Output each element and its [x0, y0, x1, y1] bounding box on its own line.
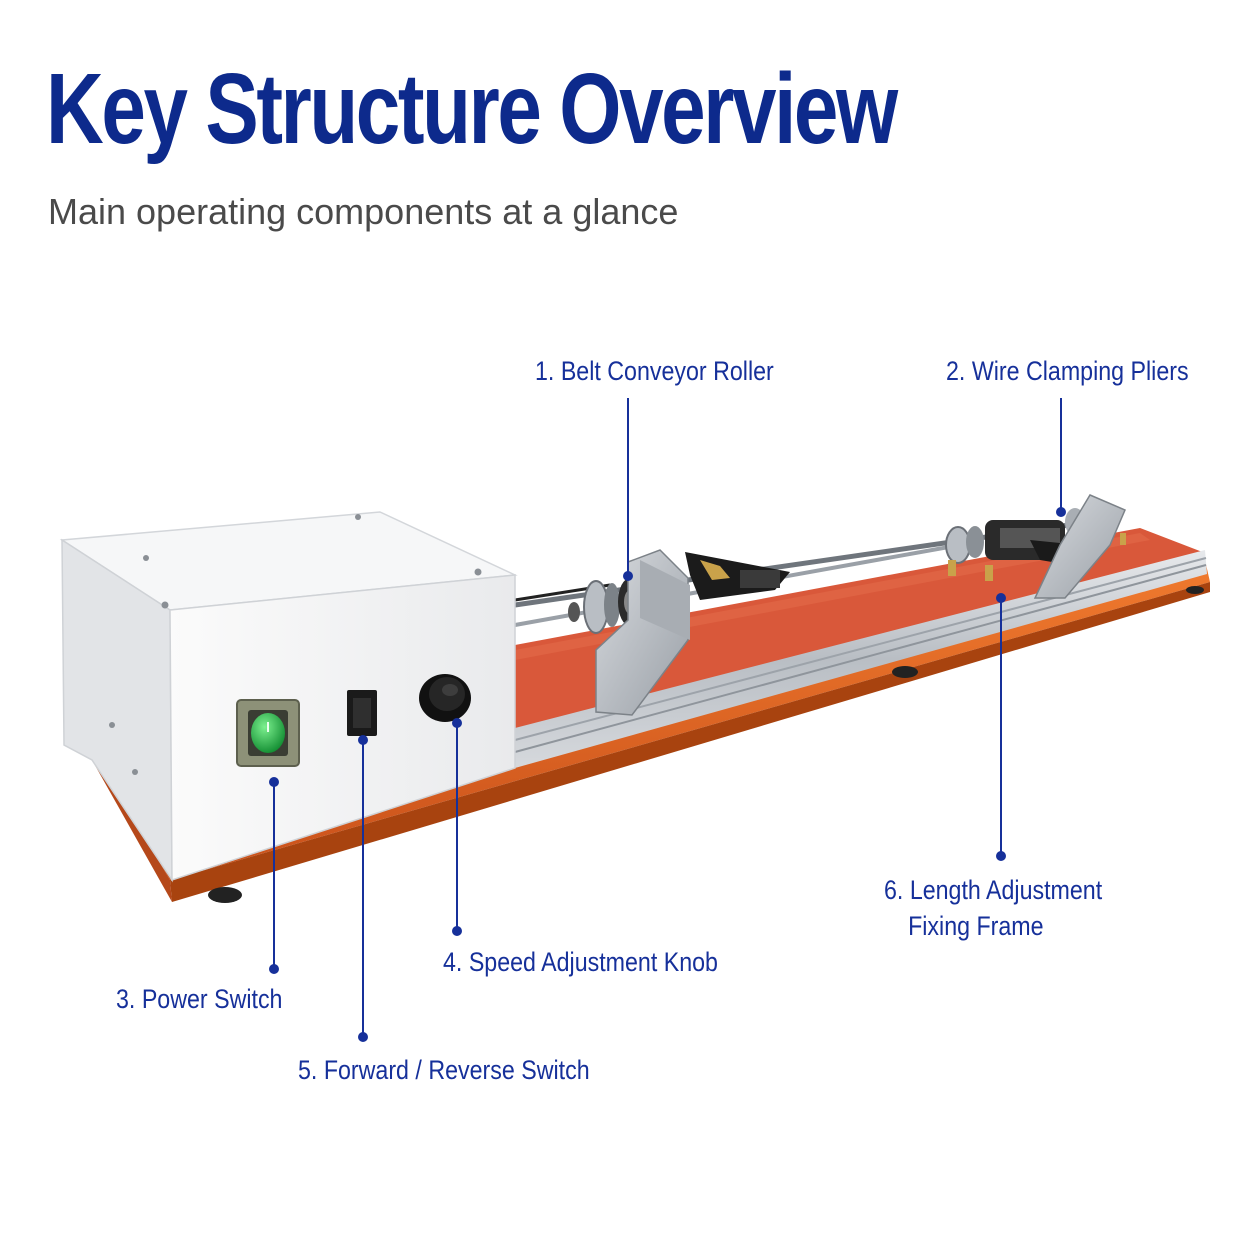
callout-wire-clamping-pliers: 2. Wire Clamping Pliers: [946, 356, 1189, 386]
callout-power-switch: 3. Power Switch: [116, 984, 283, 1014]
page-subtitle: Main operating components at a glance: [48, 191, 679, 232]
feet: [208, 586, 1204, 903]
forward-reverse-switch[interactable]: [347, 690, 377, 736]
speed-adjustment-knob[interactable]: [419, 674, 471, 722]
callout-length-adjustment-line2: Fixing Frame: [908, 911, 1044, 941]
callout-length-adjustment-line1: 6. Length Adjustment: [884, 875, 1103, 905]
page-title: Key Structure Overview: [46, 53, 898, 165]
callout-forward-reverse-switch: 5. Forward / Reverse Switch: [298, 1055, 590, 1085]
callout-speed-adjustment-knob: 4. Speed Adjustment Knob: [443, 947, 718, 977]
callout-belt-conveyor-roller: 1. Belt Conveyor Roller: [535, 356, 774, 386]
callout-lines: [269, 398, 1066, 1042]
wire-clamping-pliers-assembly: [945, 494, 1126, 599]
belt-conveyor-roller-assembly: [568, 549, 790, 716]
callout-length-adjustment-fixing-frame: 6. Length Adjustment Fixing Frame: [884, 872, 1102, 944]
power-switch[interactable]: [236, 699, 300, 767]
control-housing: [59, 511, 518, 883]
